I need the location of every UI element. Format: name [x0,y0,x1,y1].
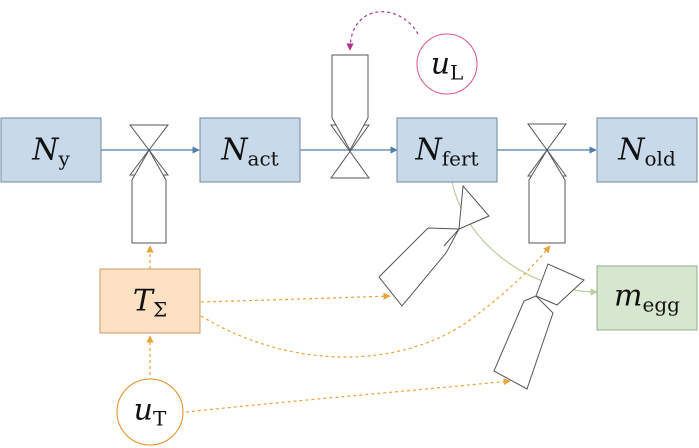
node-n-fert [396,117,498,183]
label-n-old: Nold [618,132,676,171]
label-m-egg: megg [614,278,680,317]
label-u-l: uL [430,46,464,85]
valve-3 [527,123,567,244]
node-u-l [416,33,478,95]
node-n-old [596,117,698,183]
valve-4 [378,184,490,307]
node-u-t [116,378,184,446]
valve-2 [330,54,370,179]
node-t-sigma [99,268,201,334]
node-n-act [199,117,301,183]
temp-edge-ut-valve5 [185,378,511,413]
node-m-egg [596,265,698,331]
egg-edge [451,181,598,296]
valve-5 [493,263,585,390]
temp-edge-tsigma-valve3 [200,245,551,358]
node-n-y [0,117,102,183]
light-edge-ul-valve2 [346,11,419,51]
label-t-sigma: TΣ [132,283,168,322]
label-u-t: uT [133,392,167,431]
temp-edge-tsigma-valve4 [200,292,391,303]
label-n-act: Nact [221,132,279,171]
label-n-y: Ny [32,132,70,171]
valve-1 [128,124,170,244]
label-n-fert: Nfert [415,132,479,171]
